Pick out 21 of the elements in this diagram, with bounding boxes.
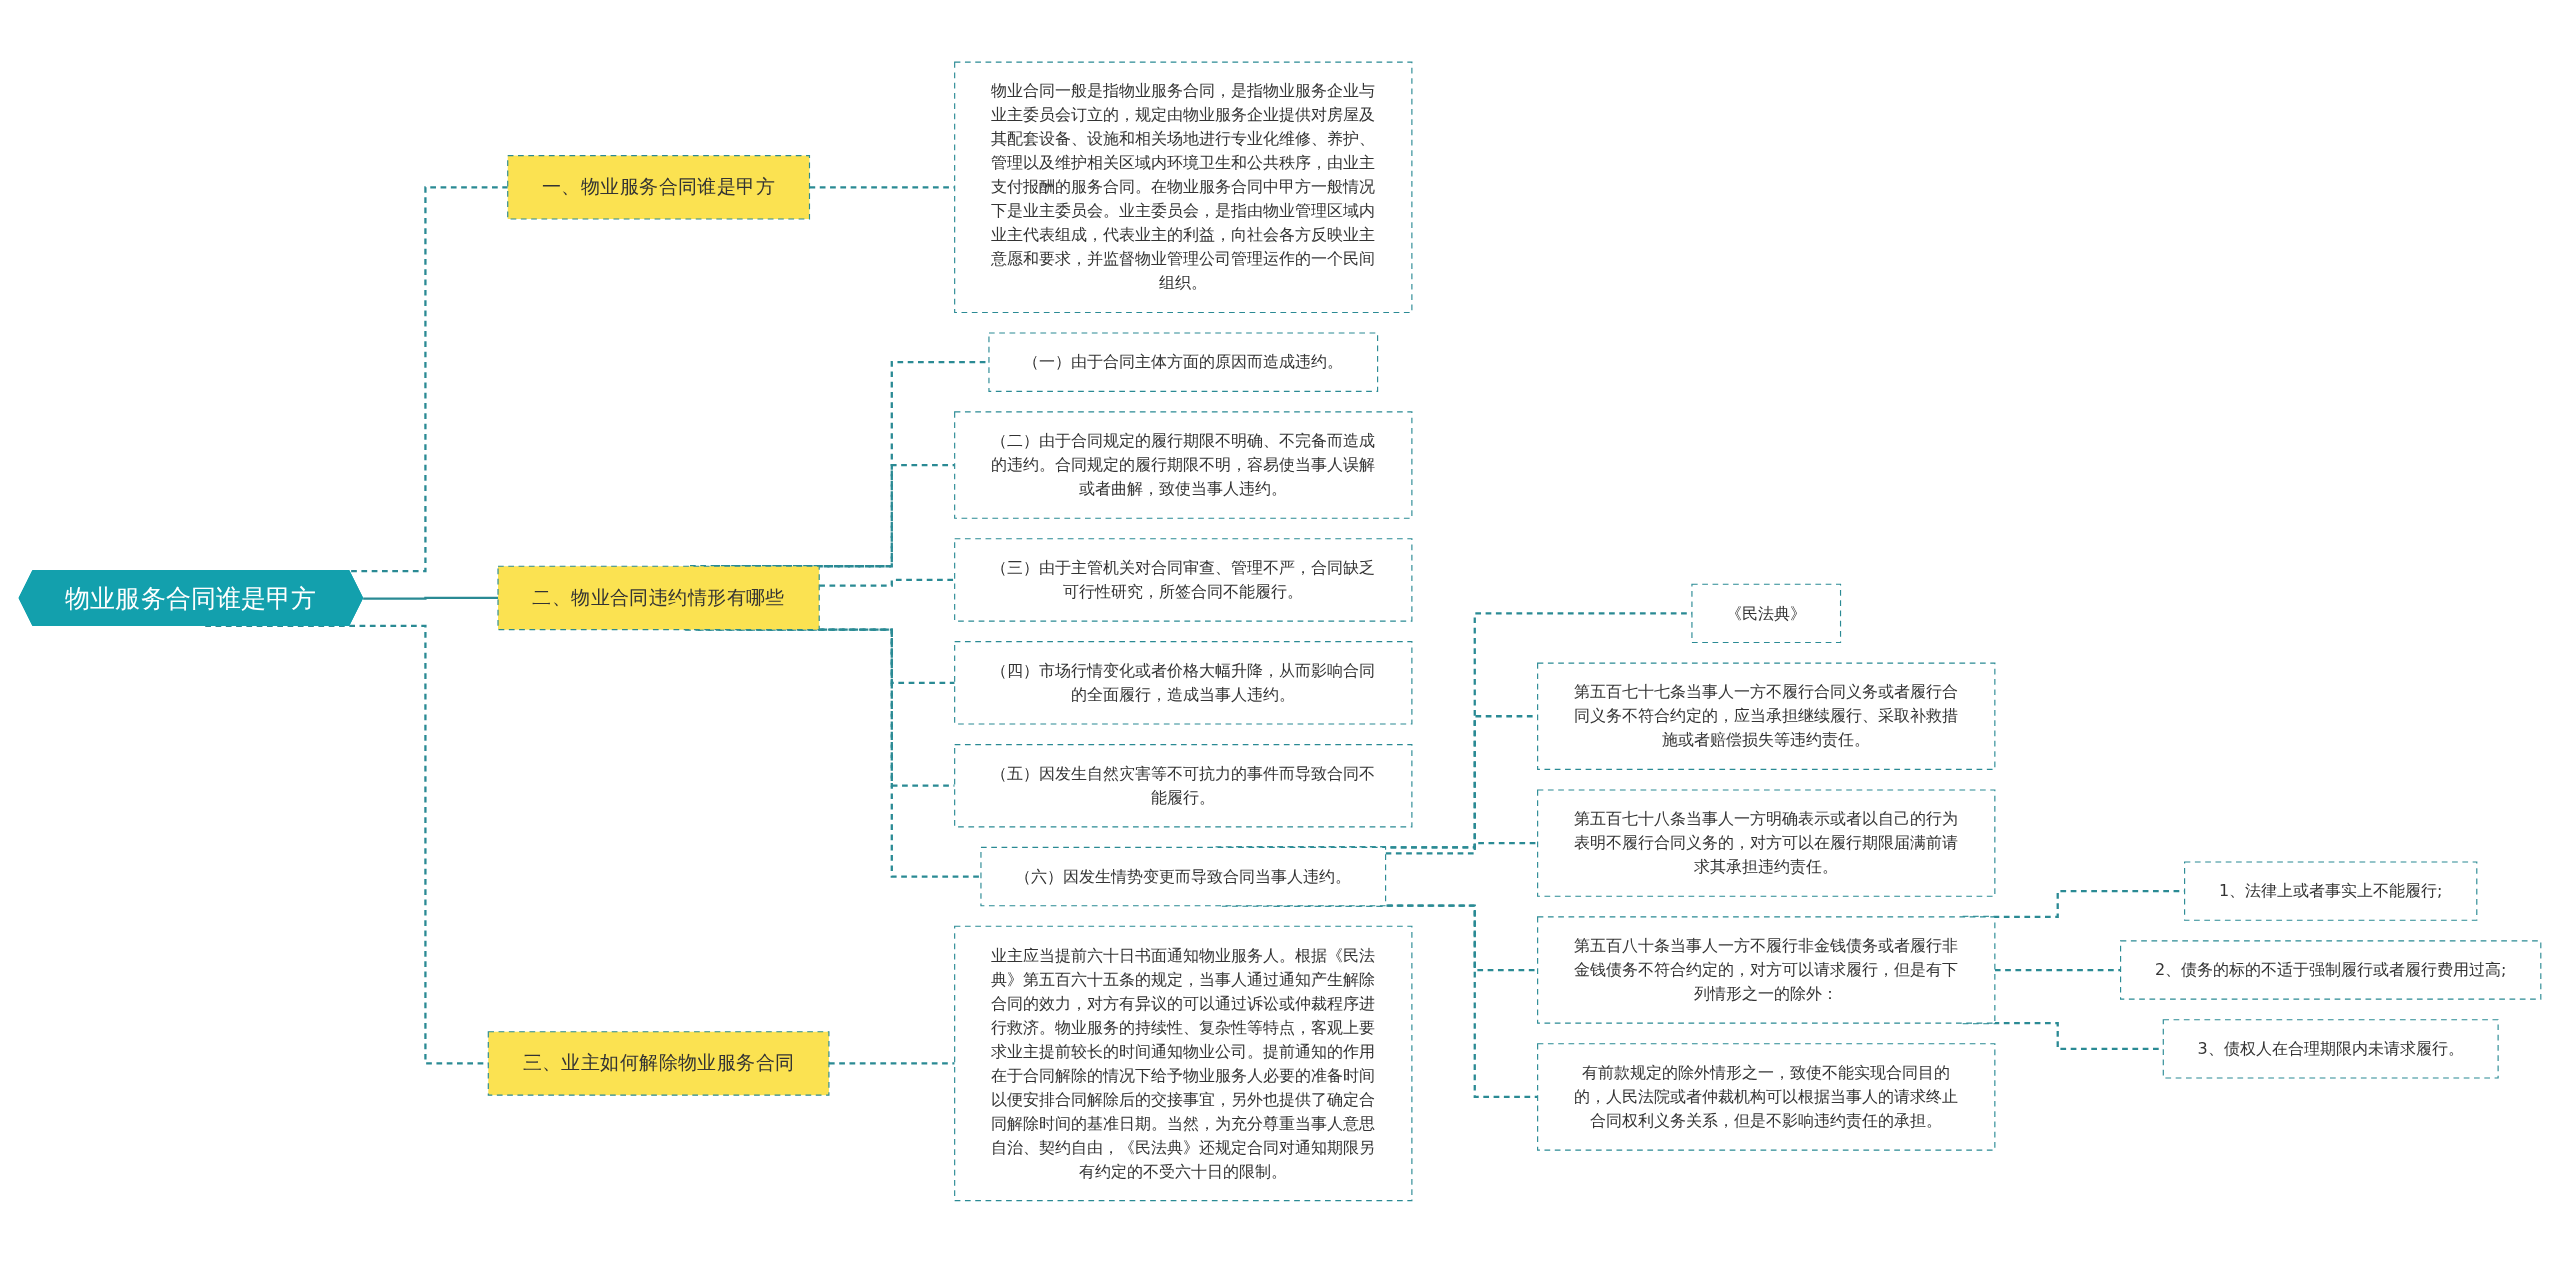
node-box: 第五百七十八条当事人一方明确表示或者以自己的行为表明不履行合同义务的，对方可以在履行期限届满前请求其承担违约责任。 bbox=[1537, 789, 1996, 897]
node-box: 一、物业服务合同谁是甲方 bbox=[507, 155, 811, 220]
node-box: （四）市场行情变化或者价格大幅升降，从而影响合同的全面履行，造成当事人违约。 bbox=[954, 641, 1413, 725]
node-box: 2、债务的标的不适于强制履行或者履行费用过高; bbox=[2120, 940, 2542, 1000]
connector bbox=[828, 1062, 956, 1065]
connector bbox=[1994, 969, 2122, 972]
node-box: 第五百八十条当事人一方不履行非金钱债务或者履行非金钱债务不符合约定的，对方可以请求履行，但是有下列情形之一的除外： bbox=[1537, 916, 1996, 1024]
node-box: （二）由于合同规定的履行期限不明确、不完备而造成的违约。合同规定的履行期限不明，容易使当事人误解或者曲解，致使当事人违约。 bbox=[954, 411, 1413, 519]
node-box: 有前款规定的除外情形之一，致使不能实现合同目的的，人民法院或者仲裁机构可以根据当事人的请求终止合同权利义务关系，但是不影响违约责任的承担。 bbox=[1537, 1043, 1996, 1151]
node-box: 物业合同一般是指物业服务合同，是指物业服务企业与业主委员会订立的，规定由物业服务企业提供对房屋及其配套设备、设施和相关场地进行专业化维修、养护、管理以及维护相关区域内环境卫生和公共秩序，由业主支付报酬的服务合同。在物业服务合同中甲方一般情况下是业主委员会。业主委员会，是指由物业管理区域内业主代表组成，代表业主的利益，向社会各方反映业主意愿和要求，并监督物业管理公司管理运作的一个民间组织。 bbox=[954, 61, 1413, 314]
node-box: 1、法律上或者事实上不能履行; bbox=[2184, 861, 2478, 921]
node-box: 业主应当提前六十日书面通知物业服务人。根据《民法典》第五百六十五条的规定，当事人通过通知产生解除合同的效力，对方有异议的可以通过诉讼或仲裁程序进行救济。物业服务的持续性、复杂性等特点，客观上要求业主提前较长的时间通知物业公司。提前通知的作用在于合同解除的情况下给予物业服务人必要的准备时间以便安排合同解除后的交接事宜，另外也提供了确定合同解除时间的基准日期。当然，为充分尊重当事人意思自治、契约自由，《民法典》还规定合同对通知期限另有约定的不受六十日的限制。 bbox=[954, 925, 1413, 1202]
node-box: 三、业主如何解除物业服务合同 bbox=[487, 1031, 830, 1096]
node-box: （一）由于合同主体方面的原因而造成违约。 bbox=[988, 332, 1379, 393]
node-box: 第五百七十七条当事人一方不履行合同义务或者履行合同义务不符合约定的，应当承担继续履行、采取补救措施或者赔偿损失等违约责任。 bbox=[1537, 662, 1996, 771]
node-box: （五）因发生自然灾害等不可抗力的事件而导致合同不能履行。 bbox=[954, 744, 1413, 828]
node-box: （三）由于主管机关对合同审查、管理不严，合同缺乏可行性研究，所签合同不能履行。 bbox=[954, 538, 1413, 622]
node-box: 《民法典》 bbox=[1691, 583, 1842, 644]
node-box: 二、物业合同违约情形有哪些 bbox=[497, 565, 820, 631]
node-box: （六）因发生情势变更而导致合同当事人违约。 bbox=[980, 846, 1387, 907]
node-box: 3、债权人在合理期限内未请求履行。 bbox=[2162, 1019, 2499, 1079]
